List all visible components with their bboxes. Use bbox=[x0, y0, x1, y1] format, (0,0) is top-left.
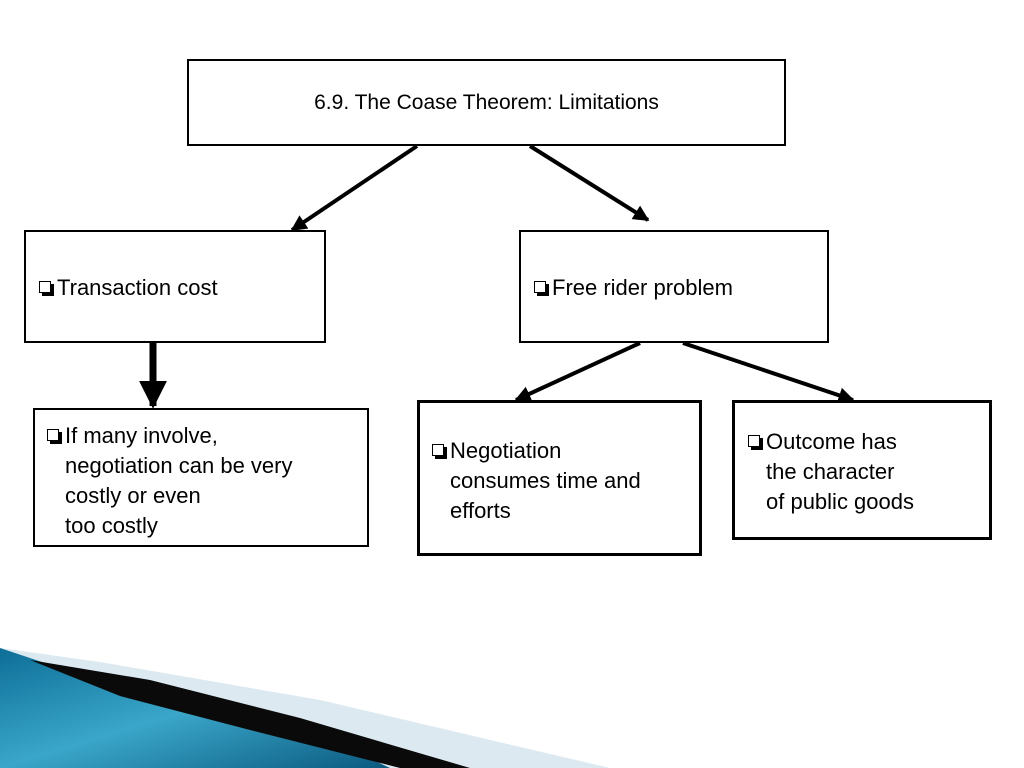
title-box: 6.9. The Coase Theorem: Limitations bbox=[187, 59, 786, 146]
decor-black-stroke bbox=[30, 660, 470, 768]
arrow-title-to-free-rider bbox=[528, 144, 650, 222]
detail-line: If many involve, bbox=[65, 423, 218, 448]
arrow-free-rider-to-negotiation bbox=[514, 341, 641, 402]
detail-line: too costly bbox=[65, 513, 158, 538]
free-rider-label: Free rider problem bbox=[552, 275, 733, 300]
detail-line: the character bbox=[766, 459, 895, 484]
arrow-free-rider-to-outcome bbox=[682, 341, 855, 404]
detail-line: efforts bbox=[450, 498, 511, 523]
checkbox-bullet-icon bbox=[748, 435, 763, 450]
negotiation-box: Negotiation consumes time and efforts bbox=[417, 400, 702, 556]
detail-line: of public goods bbox=[766, 489, 914, 514]
arrow-title-to-transaction-cost bbox=[290, 144, 419, 232]
detail-line: Outcome has bbox=[766, 429, 897, 454]
detail-line: costly or even bbox=[65, 483, 201, 508]
many-parties-box: If many involve, negotiation can be very… bbox=[33, 408, 369, 547]
checkbox-bullet-icon bbox=[432, 444, 447, 459]
diagram-title: 6.9. The Coase Theorem: Limitations bbox=[314, 90, 659, 114]
transaction-cost-label: Transaction cost bbox=[57, 275, 218, 300]
outcome-box: Outcome has the character of public good… bbox=[732, 400, 992, 540]
checkbox-bullet-icon bbox=[534, 281, 549, 296]
detail-line: consumes time and bbox=[450, 468, 641, 493]
detail-line: Negotiation bbox=[450, 438, 562, 463]
checkbox-bullet-icon bbox=[39, 281, 54, 296]
checkbox-bullet-icon bbox=[47, 429, 62, 444]
transaction-cost-box: Transaction cost bbox=[24, 230, 326, 343]
free-rider-box: Free rider problem bbox=[519, 230, 829, 343]
detail-line: negotiation can be very bbox=[65, 453, 293, 478]
